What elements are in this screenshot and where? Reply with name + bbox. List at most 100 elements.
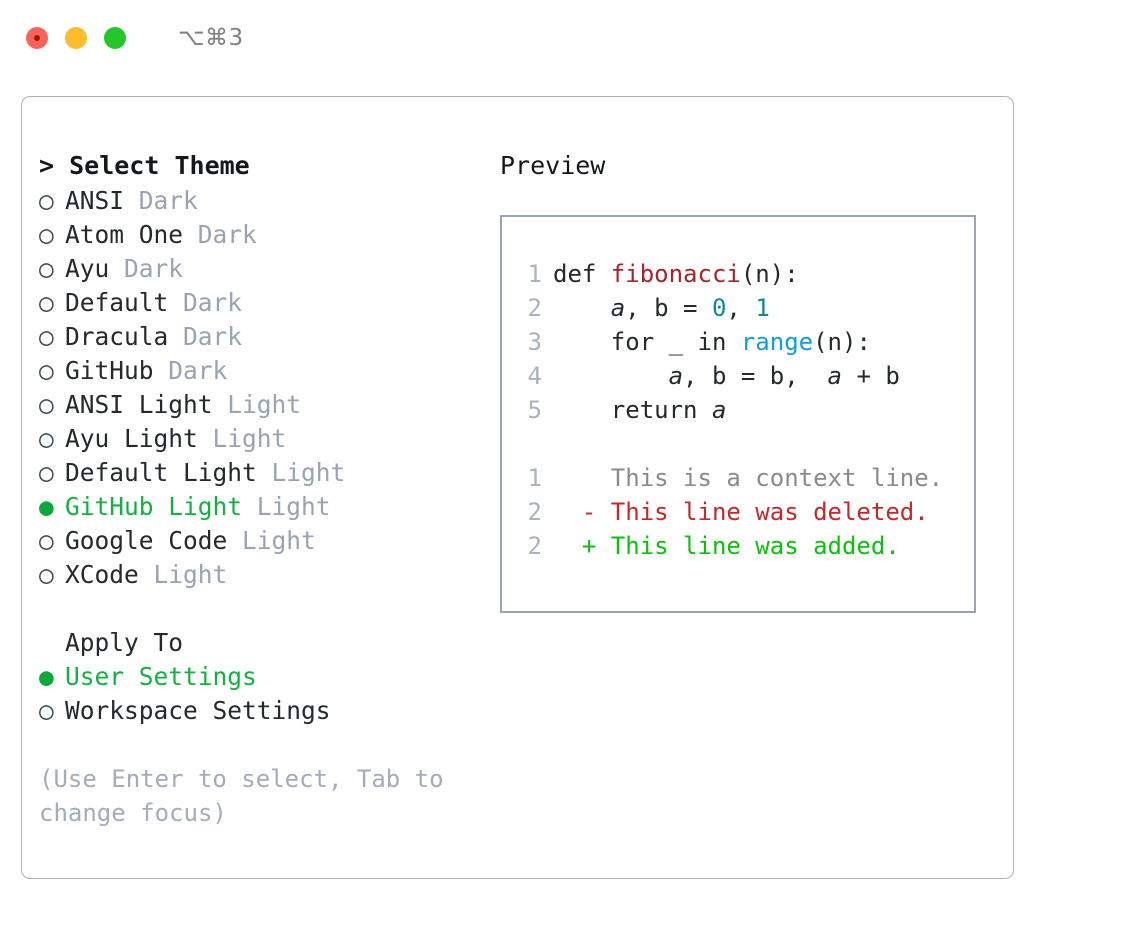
apply-to-option-label: User Settings [65,662,257,691]
code-token-plain: (n): [813,328,871,356]
theme-option-ansi-light[interactable]: ○ ANSI Light Light [39,388,494,422]
theme-option-ansi[interactable]: ○ ANSI Dark [39,184,494,218]
radio-selected-icon: ● [39,662,54,691]
diff-text: - This line was deleted. [553,498,929,526]
theme-option-label: ANSI [65,186,125,215]
code-token-call: range [740,328,814,356]
radio-unselected-icon: ○ [39,560,54,589]
line-number: 2 [527,294,542,322]
code-line: 2 a, b = 0, 1 [520,291,968,325]
theme-option-atom-one[interactable]: ○Atom One Dark [39,218,494,252]
theme-option-github[interactable]: ○ GitHub Dark [39,354,494,388]
theme-variant-tag: Light [212,390,302,419]
theme-variant-tag: Light [197,424,287,453]
close-button-icon[interactable] [26,27,48,49]
theme-variant-tag: Dark [168,322,243,351]
radio-unselected-icon: ○ [39,696,54,725]
theme-option-label: Dracula [65,322,169,351]
theme-variant-tag: Light [242,492,331,521]
preview-title: Preview [500,151,606,180]
radio-unselected-icon: ○ [39,220,54,249]
code-text: return a [553,393,727,427]
apply-to-list[interactable]: ● User Settings ○ Workspace Settings [39,660,494,728]
apply-to-option-label: Workspace Settings [65,696,331,725]
line-number: 2 [527,532,542,560]
code-token-plain: , [726,294,756,322]
theme-variant-tag: Light [256,458,346,487]
code-token-plain: for _ in [553,328,741,356]
radio-unselected-icon: ○ [39,458,54,487]
code-line: 3 for _ in range(n): [520,325,968,359]
traffic-lights [26,27,126,49]
theme-option-default[interactable]: ○Default Dark [39,286,494,320]
diff-text: This is a context line. [553,464,944,492]
code-token-var: a [711,396,727,424]
radio-unselected-icon: ○ [39,526,54,555]
code-token-var: a [610,294,626,322]
code-text: a, b = b, a + b [553,359,900,393]
theme-option-ayu[interactable]: ○Ayu Dark [39,252,494,286]
radio-unselected-icon: ○ [39,356,54,385]
code-token-num: 0 [711,294,727,322]
theme-list[interactable]: ○ANSI Dark○Atom One Dark○Ayu Dark○Defaul… [39,184,494,592]
theme-option-label: Atom One [65,220,184,249]
code-text: def fibonacci(n): [553,257,799,291]
code-token-var: a [668,362,684,390]
theme-option-label: ANSI Light [65,390,213,419]
code-token-plain: b [654,294,669,322]
diff-line-add: 2 + This line was added. [520,529,968,563]
code-token-plain: , b = b, [683,362,814,390]
line-number: 4 [527,362,542,390]
theme-option-label: Ayu [65,254,110,283]
keyboard-shortcut-label: ⌥⌘3 [178,25,244,51]
code-token-plain: return [553,396,712,424]
code-token-plain [553,362,669,390]
select-theme-header: > Select Theme [39,151,250,180]
theme-option-xcode[interactable]: ○XCode Light [39,558,494,592]
theme-option-label: GitHub [65,356,154,385]
keyboard-hint-text: (Use Enter to select, Tab to change focu… [39,765,444,827]
line-number: 5 [527,396,542,424]
diff-line-del: 2 - This line was deleted. [520,495,968,529]
diff-text: + This line was added. [553,532,900,560]
theme-option-label: Ayu Light [65,424,198,453]
theme-option-github-light[interactable]: ●GitHub Light Light [39,490,494,524]
line-number: 1 [527,464,542,492]
radio-selected-icon: ● [39,492,54,521]
theme-option-google-code[interactable]: ○ Google Code Light [39,524,494,558]
maximize-button-icon[interactable] [104,27,126,49]
spacer [520,427,968,461]
line-number: 1 [527,260,542,288]
apply-to-section: Apply To ● User Settings ○ Workspace Settin… [39,626,494,728]
code-text: a, b = 0, 1 [553,291,770,325]
theme-variant-tag: Light [138,560,228,589]
code-text: for _ in range(n): [553,325,871,359]
theme-variant-tag: Light [227,526,316,555]
theme-variant-tag: Dark [124,186,198,215]
radio-unselected-icon: ○ [39,424,54,453]
theme-option-ayu-light[interactable]: ○ Ayu Light Light [39,422,494,456]
theme-option-default-light[interactable]: ○Default Light Light [39,456,494,490]
code-token-plain: , [625,294,655,322]
code-line: 1 def fibonacci(n): [520,257,968,291]
theme-option-label: Google Code [65,526,228,555]
theme-variant-tag: Dark [109,254,184,283]
theme-option-dracula[interactable]: ○Dracula Dark [39,320,494,354]
apply-to-option-workspace-settings[interactable]: ○ Workspace Settings [39,694,494,728]
code-token-plain: (n): [740,260,799,288]
radio-unselected-icon: ○ [39,186,54,215]
minimize-button-icon[interactable] [65,27,87,49]
title-bar: ⌥⌘3 [0,0,1140,76]
apply-to-label: Apply To [65,628,184,657]
theme-variant-tag: Dark [153,356,228,385]
line-number: 3 [527,328,542,356]
code-token-num: 1 [755,294,770,322]
apply-to-option-user-settings[interactable]: ● User Settings [39,660,494,694]
radio-unselected-icon: ○ [39,390,54,419]
code-token-plain: + b [842,362,900,390]
code-token-func: fibonacci [610,260,741,288]
code-line: 4 a, b = b, a + b [520,359,968,393]
